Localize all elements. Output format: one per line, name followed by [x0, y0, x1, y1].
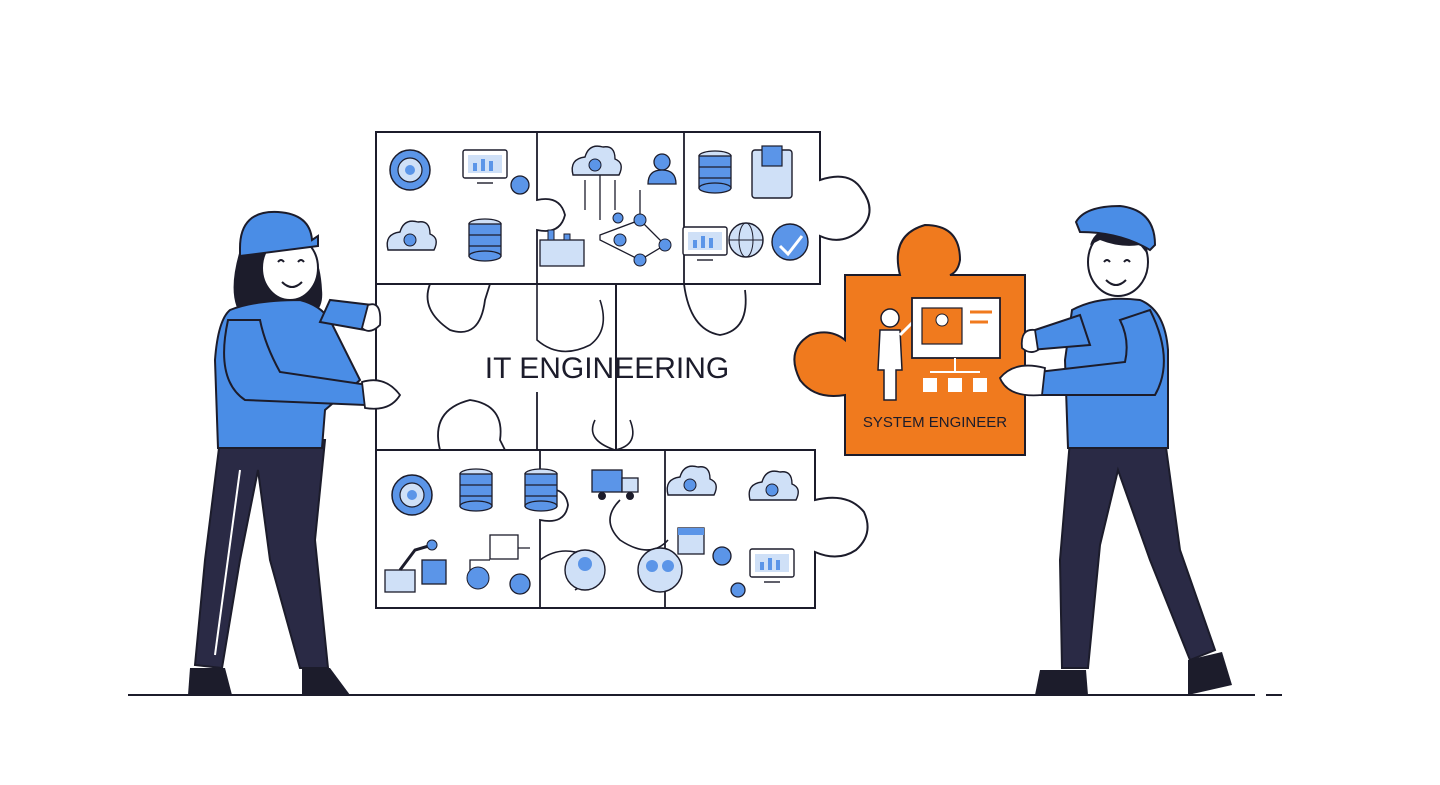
worker-icon	[564, 549, 606, 591]
gear-icon-3	[509, 573, 531, 595]
gear-icon	[389, 149, 431, 191]
server-box-icon	[751, 145, 793, 199]
puzzle-board: IT ENGINEERING	[375, 131, 871, 609]
truck-icon	[591, 469, 639, 500]
monitor-chart-icon	[462, 149, 508, 184]
database-icon	[698, 150, 732, 194]
hard-hat-icon-2	[1074, 204, 1157, 252]
hard-hat-icon	[239, 210, 319, 258]
database-icon-4	[524, 468, 558, 512]
monitor-icon	[682, 226, 728, 261]
monitor-chart-icon-2	[749, 548, 795, 583]
people-icon	[637, 547, 683, 593]
puzzle-title: IT ENGINEERING	[485, 352, 729, 385]
system-engineer-piece: SYSTEM ENGINEER	[793, 223, 1026, 456]
gear-icon-2	[391, 474, 433, 516]
left-engineer	[188, 210, 402, 695]
circuit-icon	[466, 534, 530, 590]
gears-icon	[712, 546, 732, 566]
right-engineer	[998, 204, 1232, 695]
database-icon-2	[468, 218, 502, 262]
refresh-icon	[771, 223, 809, 261]
calendar-icon	[677, 527, 705, 555]
globe-icon	[728, 222, 764, 258]
piece-label: SYSTEM ENGINEER	[863, 414, 1007, 431]
small-gear-icon	[510, 175, 530, 195]
robot-arm-icon	[384, 539, 447, 593]
database-icon-3	[459, 468, 493, 512]
gears-icon-2	[730, 582, 746, 598]
factory-icon	[539, 229, 585, 267]
